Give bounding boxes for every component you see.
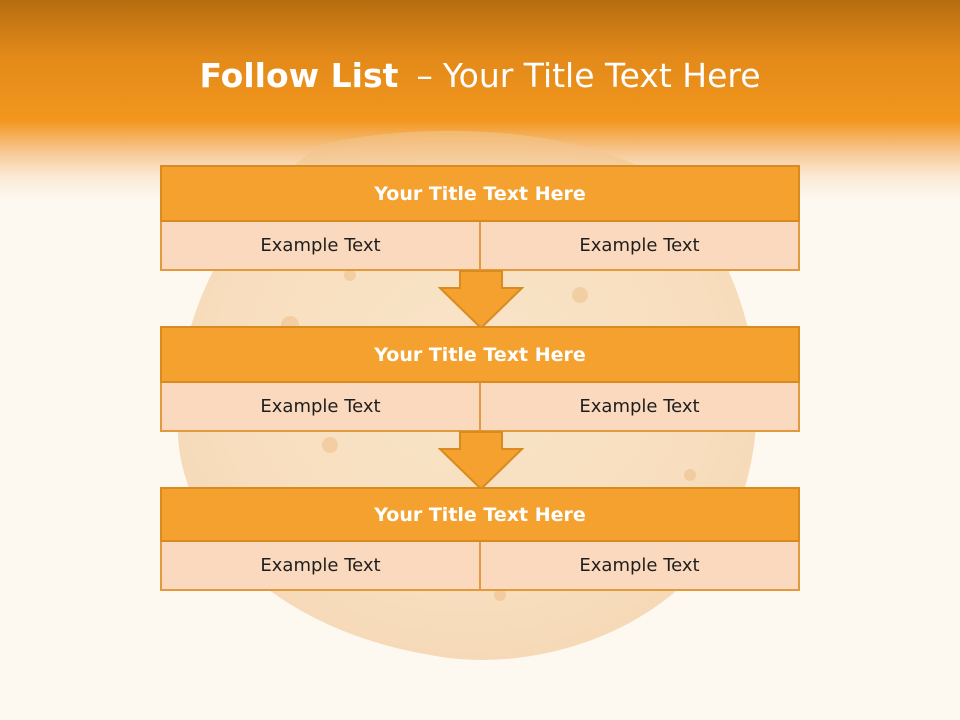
stage-3-left-cell: Example Text	[160, 542, 481, 591]
slide-title: Follow List–Your Title Text Here	[0, 54, 960, 98]
stage-1-left-cell: Example Text	[160, 222, 481, 271]
title-bold-part: Follow List	[199, 56, 399, 95]
stage-2-title: Your Title Text Here	[160, 326, 800, 383]
stage-3-row: Example Text Example Text	[160, 542, 800, 591]
title-dash: –	[416, 56, 433, 95]
stage-2-row: Example Text Example Text	[160, 383, 800, 432]
title-rest: Your Title Text Here	[442, 56, 761, 95]
stage-1: Your Title Text Here Example Text Exampl…	[160, 165, 800, 271]
stage-2-left-cell: Example Text	[160, 383, 481, 432]
stage-1-right-cell: Example Text	[481, 222, 800, 271]
down-arrow-1	[438, 270, 524, 330]
down-arrow-2	[438, 431, 524, 491]
stage-1-title: Your Title Text Here	[160, 165, 800, 222]
stage-2-right-cell: Example Text	[481, 383, 800, 432]
stage-2: Your Title Text Here Example Text Exampl…	[160, 326, 800, 432]
stage-3: Your Title Text Here Example Text Exampl…	[160, 487, 800, 591]
stage-3-right-cell: Example Text	[481, 542, 800, 591]
stage-1-row: Example Text Example Text	[160, 222, 800, 271]
stage-3-title: Your Title Text Here	[160, 487, 800, 542]
